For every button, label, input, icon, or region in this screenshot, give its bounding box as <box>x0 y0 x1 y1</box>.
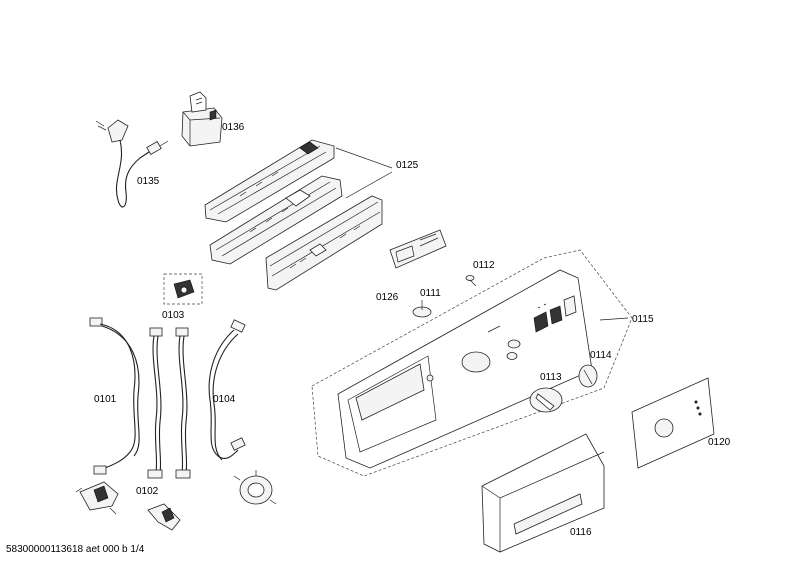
fascia-outline <box>311 249 633 477</box>
label-0102: 0102 <box>136 486 159 497</box>
label-0135: 0135 <box>137 176 160 187</box>
label-0111: 0111 <box>420 288 441 299</box>
label-0114: 0114 <box>590 350 612 361</box>
rating-plate-0120[interactable] <box>631 377 715 469</box>
programme-knob-0113[interactable] <box>529 387 563 413</box>
label-0125: 0125 <box>396 160 419 171</box>
label-0112: 0112 <box>473 260 495 271</box>
connector-part[interactable] <box>147 503 181 531</box>
wire-harness-0101[interactable] <box>89 317 140 475</box>
drawing-reference: 58300000113618 aet 000 b 1/4 <box>6 544 145 555</box>
drawer-front-0116[interactable] <box>481 433 605 553</box>
wire-harness-0104[interactable] <box>208 319 246 461</box>
pressure-switch-0103[interactable] <box>163 273 203 305</box>
label-0103: 0103 <box>162 310 185 321</box>
interference-filter-0136[interactable] <box>181 91 223 147</box>
knob-hub-0111[interactable] <box>412 300 432 318</box>
label-0101: 0101 <box>94 394 117 405</box>
label-0120: 0120 <box>708 437 731 448</box>
wire-harness-0102[interactable] <box>147 327 191 479</box>
leader-0115 <box>599 317 629 321</box>
programme-plate-0126[interactable] <box>389 229 447 269</box>
label-0136: 0136 <box>222 122 245 133</box>
label-0104: 0104 <box>213 394 236 405</box>
door-lock-part[interactable] <box>75 481 119 515</box>
leader-0125 <box>335 147 393 199</box>
power-cord-0135[interactable] <box>95 119 169 208</box>
fascia-panel-0115[interactable] <box>337 269 593 469</box>
screw-0112[interactable] <box>465 275 477 287</box>
label-0116: 0116 <box>570 527 592 538</box>
label-0126: 0126 <box>376 292 399 303</box>
knob-0114[interactable] <box>578 364 598 388</box>
label-0115: 0115 <box>632 314 654 325</box>
electronic-module-0125[interactable] <box>204 139 383 291</box>
pump-part[interactable] <box>233 470 277 505</box>
label-0113: 0113 <box>540 372 562 383</box>
